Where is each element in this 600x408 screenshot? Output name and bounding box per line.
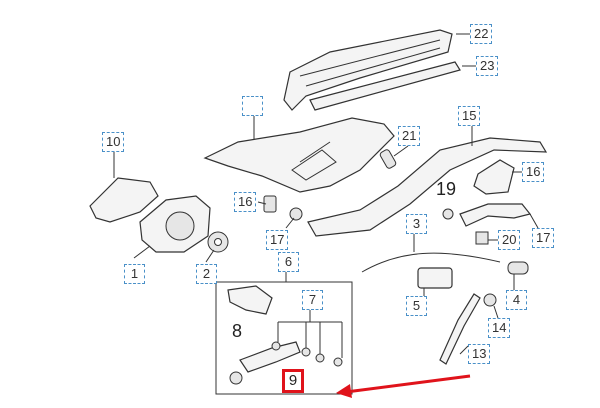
highlight-callout-9: 9: [282, 369, 304, 393]
part-18-pin: [379, 149, 397, 169]
part-19-fastener: [442, 208, 454, 220]
part-7-nut-b: [301, 347, 311, 357]
callout-12: 14: [488, 318, 511, 338]
part-7-nut-d: [333, 357, 343, 367]
part-5-block: [417, 267, 453, 289]
callout-5: 5: [406, 296, 427, 316]
leader-17: [529, 213, 539, 229]
part-21-rail: [283, 29, 453, 111]
part-23-panel: [203, 117, 395, 193]
callout-13: 15: [458, 106, 481, 126]
callout-2: 2: [196, 264, 217, 284]
part-11-strut: [439, 293, 481, 365]
highlight-arrow-head: [336, 384, 352, 398]
part-20-clip: [475, 231, 489, 245]
part-10-latch: [89, 177, 159, 223]
part-2-washer-hole: [214, 238, 222, 246]
part-9-pivot: [229, 371, 243, 385]
part-8-bracket: [227, 285, 273, 315]
part-15-bolt: [289, 207, 303, 221]
label-19: 19: [436, 179, 457, 199]
leader-1: [133, 245, 151, 259]
leader-18: [393, 145, 409, 157]
callout-14: 16: [234, 192, 257, 212]
callout-1: 1: [124, 264, 145, 284]
callout-6: 6: [278, 252, 299, 272]
callout-22: 23: [476, 56, 499, 76]
group-6-frame: [215, 281, 353, 395]
leader-15: [285, 217, 295, 229]
callout-3: 3: [406, 214, 427, 234]
part-17-arm: [459, 203, 532, 227]
part-7-nut-c: [315, 353, 325, 363]
callout-16: 16: [522, 162, 545, 182]
callout-18: 21: [398, 126, 421, 146]
callout-21: 22: [470, 24, 493, 44]
callout-11: 13: [468, 344, 491, 364]
callout-20: 20: [498, 230, 521, 250]
callout-23: [242, 96, 263, 116]
callout-10: 10: [102, 132, 125, 152]
part-13-arm: [307, 137, 548, 237]
callout-7: 7: [302, 290, 323, 310]
part-12-cap: [483, 293, 497, 307]
part-23-lattice: [291, 141, 337, 181]
leader-2: [205, 249, 215, 263]
leader-12: [493, 305, 499, 319]
highlight-arrow-shaft: [345, 374, 471, 394]
leader-11: [459, 345, 469, 355]
label-8: 8: [232, 321, 243, 341]
callout-17: 17: [532, 228, 555, 248]
leader-7: [277, 306, 343, 358]
part-22-strip: [309, 61, 461, 111]
part-3-cable: [361, 252, 501, 273]
callout-15: 17: [266, 230, 289, 250]
part-4-bushing: [507, 261, 529, 275]
part-16-bracket: [473, 159, 515, 195]
part-21-rail-ribs: [299, 39, 441, 87]
part-7-nut-a: [271, 341, 281, 351]
part-1-gear: [165, 211, 195, 241]
leader-14: [257, 201, 267, 205]
part-9-plate: [239, 341, 301, 373]
callout-4: 4: [506, 290, 527, 310]
